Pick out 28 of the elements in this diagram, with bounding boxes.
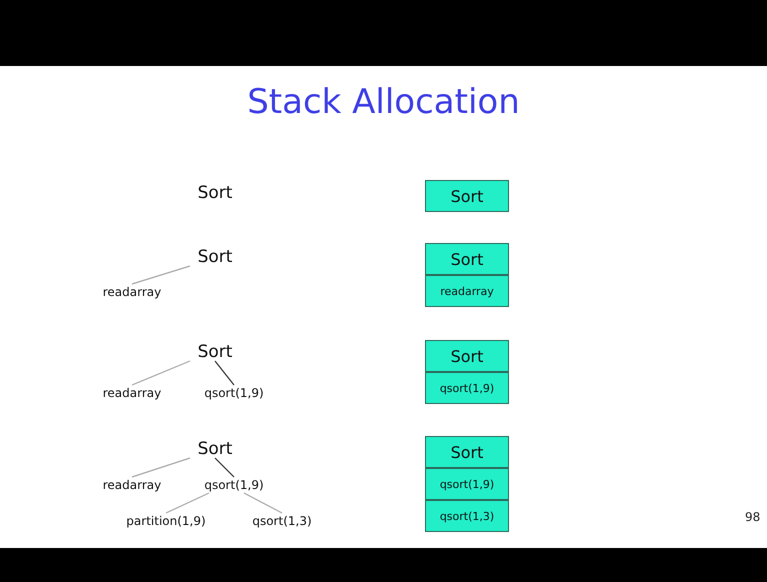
tree-edge — [132, 265, 190, 285]
tree-node-label: partition(1,9) — [124, 511, 208, 531]
slide-title: Stack Allocation — [246, 82, 521, 122]
tree-node-label: readarray — [88, 475, 176, 495]
stack-frame-cell: readarray — [425, 275, 509, 307]
page-number: 98 — [745, 510, 760, 524]
tree-node-label: qsort(1,9) — [194, 383, 274, 403]
tree-node-label: qsort(1,3) — [242, 511, 322, 531]
tree-node-label: readarray — [88, 383, 176, 403]
stack-frame-cell: Sort — [425, 436, 509, 468]
stack-frame-cell: Sort — [425, 180, 509, 212]
tree-edge — [166, 492, 210, 514]
tree-edge — [132, 457, 190, 478]
tree-node-label: qsort(1,9) — [194, 475, 274, 495]
stack-frame-cell: qsort(1,3) — [425, 500, 509, 532]
stack-frame-cell: qsort(1,9) — [425, 468, 509, 500]
tree-edge — [214, 458, 234, 478]
tree-node-label: Sort — [185, 182, 245, 204]
tree-node-label: readarray — [88, 282, 176, 302]
tree-edge — [214, 360, 234, 386]
tree-edge — [244, 492, 282, 514]
tree-node-label: Sort — [185, 438, 245, 460]
tree-node-label: Sort — [185, 246, 245, 268]
stack-frame-cell: Sort — [425, 243, 509, 275]
stack-frame-cell: qsort(1,9) — [425, 372, 509, 404]
stack-frame-cell: Sort — [425, 340, 509, 372]
tree-edge — [132, 360, 190, 386]
tree-node-label: Sort — [185, 341, 245, 363]
